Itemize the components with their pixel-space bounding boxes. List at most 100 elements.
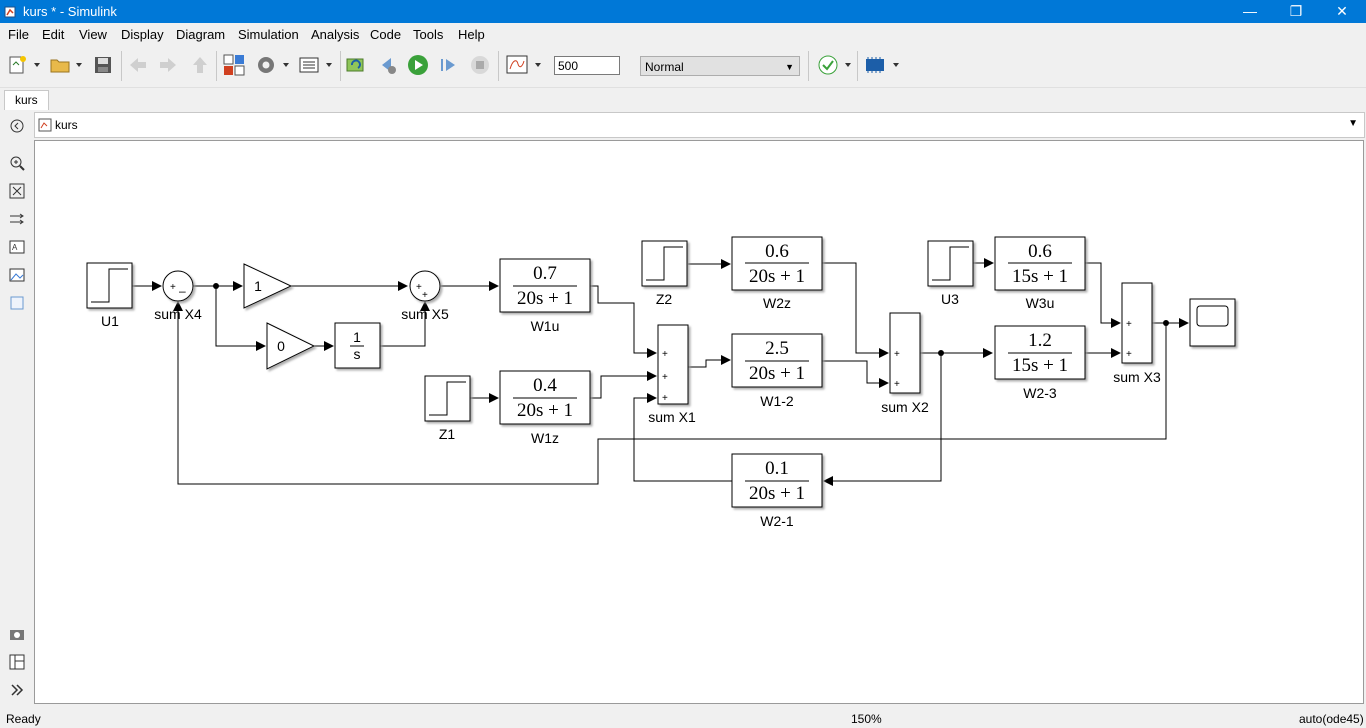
model-tab-bar: kurs: [0, 88, 1366, 110]
transfer-fcn-w2-1[interactable]: 0.1 20s + 1 W2-1: [731, 453, 823, 529]
transfer-fcn-w2z[interactable]: 0.6 20s + 1 W2z: [731, 236, 823, 311]
menu-code[interactable]: Code: [370, 27, 402, 42]
sum-block-x4[interactable]: + – sum X4: [154, 270, 202, 322]
screenshot-icon[interactable]: [8, 625, 26, 643]
integrator-block[interactable]: 1 s: [334, 322, 381, 369]
svg-text:–: –: [179, 284, 186, 298]
explorer-dropdown-icon[interactable]: [324, 53, 334, 77]
signal-routing-icon[interactable]: [8, 210, 26, 228]
model-advisor-check-icon[interactable]: [816, 53, 840, 77]
menu-help[interactable]: Help: [458, 27, 485, 42]
step-block-z1[interactable]: Z1: [424, 375, 471, 442]
fit-to-view-icon[interactable]: [8, 182, 26, 200]
sum-block-x5[interactable]: + + sum X5: [401, 270, 449, 322]
model-icon: [38, 118, 52, 132]
run-icon[interactable]: [406, 53, 430, 77]
step-block-z2[interactable]: Z2: [641, 240, 688, 307]
open-folder-icon[interactable]: [48, 53, 72, 77]
menu-view[interactable]: View: [79, 27, 107, 42]
new-model-dropdown-icon[interactable]: [32, 53, 42, 77]
library-browser-icon[interactable]: [222, 53, 246, 77]
block-label: W2-3: [1023, 385, 1057, 401]
block-label: W1z: [531, 430, 559, 446]
tf-denominator: 20s + 1: [517, 288, 573, 309]
transfer-fcn-w1-2[interactable]: 2.5 20s + 1 W1-2: [731, 333, 823, 409]
block-label: sum X1: [648, 409, 696, 425]
zoom-icon[interactable]: [8, 154, 26, 172]
transfer-fcn-w3u[interactable]: 0.6 15s + 1 W3u: [994, 236, 1086, 311]
model-browser-path[interactable]: kurs ▼: [34, 112, 1365, 138]
tf-numerator: 1.2: [1028, 330, 1052, 351]
simulation-mode-select[interactable]: Normal▼: [640, 56, 800, 76]
transfer-fcn-w1z[interactable]: 0.4 20s + 1 W1z: [499, 370, 591, 446]
tf-denominator: 20s + 1: [749, 483, 805, 504]
up-icon[interactable]: [188, 53, 212, 77]
menu-display[interactable]: Display: [121, 27, 164, 42]
menu-file[interactable]: File: [8, 27, 29, 42]
sum-block-x2[interactable]: + + sum X2: [881, 312, 929, 415]
step-back-icon[interactable]: [376, 53, 400, 77]
tab-kurs[interactable]: kurs: [4, 90, 49, 110]
step-block-u1[interactable]: U1: [86, 262, 133, 329]
open-dropdown-icon[interactable]: [74, 53, 84, 77]
scope-block[interactable]: [1189, 298, 1236, 347]
update-diagram-icon[interactable]: [344, 53, 368, 77]
restore-button[interactable]: ❐: [1289, 3, 1303, 19]
menu-simulation[interactable]: Simulation: [238, 27, 299, 42]
status-text: Ready: [6, 712, 41, 726]
gain-block-1[interactable]: 1: [243, 263, 293, 309]
tf-numerator: 0.1: [765, 458, 789, 479]
close-button[interactable]: ✕: [1336, 3, 1348, 19]
sum-block-x3[interactable]: + + sum X3: [1113, 282, 1161, 385]
menu-analysis[interactable]: Analysis: [311, 27, 360, 42]
block-diagram: U1 + – sum X4 1 0 1 s + + sum X5 0.7 20s…: [86, 236, 1236, 529]
step-block-u3[interactable]: U3: [927, 240, 974, 307]
block-label: W1u: [531, 318, 560, 334]
sum-block-x1[interactable]: + + + sum X1: [648, 324, 696, 425]
new-model-icon[interactable]: [6, 53, 30, 77]
data-inspector-icon[interactable]: [505, 53, 529, 77]
minimize-button[interactable]: —: [1243, 3, 1257, 19]
window-title: kurs * - Simulink: [23, 4, 117, 19]
annotation-icon[interactable]: A: [8, 238, 26, 256]
settings-gear-icon[interactable]: [254, 53, 278, 77]
menu-edit[interactable]: Edit: [42, 27, 65, 42]
diagram-canvas[interactable]: U1 + – sum X4 1 0 1 s + + sum X5 0.7 20s…: [34, 140, 1364, 704]
tf-denominator: 15s + 1: [1012, 355, 1068, 376]
menu-diagram[interactable]: Diagram: [176, 27, 226, 42]
save-icon[interactable]: [91, 53, 115, 77]
block-label: sum X5: [401, 306, 449, 322]
build-hardware-icon[interactable]: [863, 53, 887, 77]
settings-dropdown-icon[interactable]: [281, 53, 291, 77]
block-label: W2z: [763, 295, 791, 311]
breadcrumb: kurs: [55, 118, 78, 132]
tf-denominator: 20s + 1: [749, 363, 805, 384]
hide-browser-icon[interactable]: [8, 117, 26, 135]
model-browser-icon[interactable]: [8, 653, 26, 671]
stop-time-input[interactable]: 500: [554, 56, 620, 75]
transfer-fcn-w1u[interactable]: 0.7 20s + 1 W1u: [499, 258, 591, 334]
svg-text:+: +: [662, 393, 668, 404]
solver-status[interactable]: auto(ode45): [1299, 712, 1364, 726]
expand-palette-icon[interactable]: [8, 681, 26, 699]
menu-tools[interactable]: Tools: [413, 27, 444, 42]
status-bar: Ready 150% auto(ode45): [0, 706, 1366, 728]
image-icon[interactable]: [8, 266, 26, 284]
transfer-fcn-w2-3[interactable]: 1.2 15s + 1 W2-3: [994, 325, 1086, 401]
stop-icon[interactable]: [468, 53, 492, 77]
model-explorer-icon[interactable]: [297, 53, 321, 77]
advisor-dropdown-icon[interactable]: [843, 53, 853, 77]
menu-bar: File Edit View Display Diagram Simulatio…: [0, 23, 1366, 45]
step-forward-icon[interactable]: [436, 53, 460, 77]
chevron-down-icon[interactable]: ▼: [1348, 118, 1358, 129]
build-dropdown-icon[interactable]: [891, 53, 901, 77]
forward-icon[interactable]: [156, 53, 180, 77]
gain-block-0[interactable]: 0: [266, 322, 316, 370]
tf-numerator: 2.5: [765, 338, 789, 359]
back-icon[interactable]: [126, 53, 150, 77]
tf-numerator: 0.6: [1028, 241, 1052, 262]
block-label: W3u: [1026, 295, 1055, 311]
area-icon[interactable]: [8, 294, 26, 312]
svg-text:+: +: [662, 349, 668, 360]
inspector-dropdown-icon[interactable]: [533, 53, 543, 77]
